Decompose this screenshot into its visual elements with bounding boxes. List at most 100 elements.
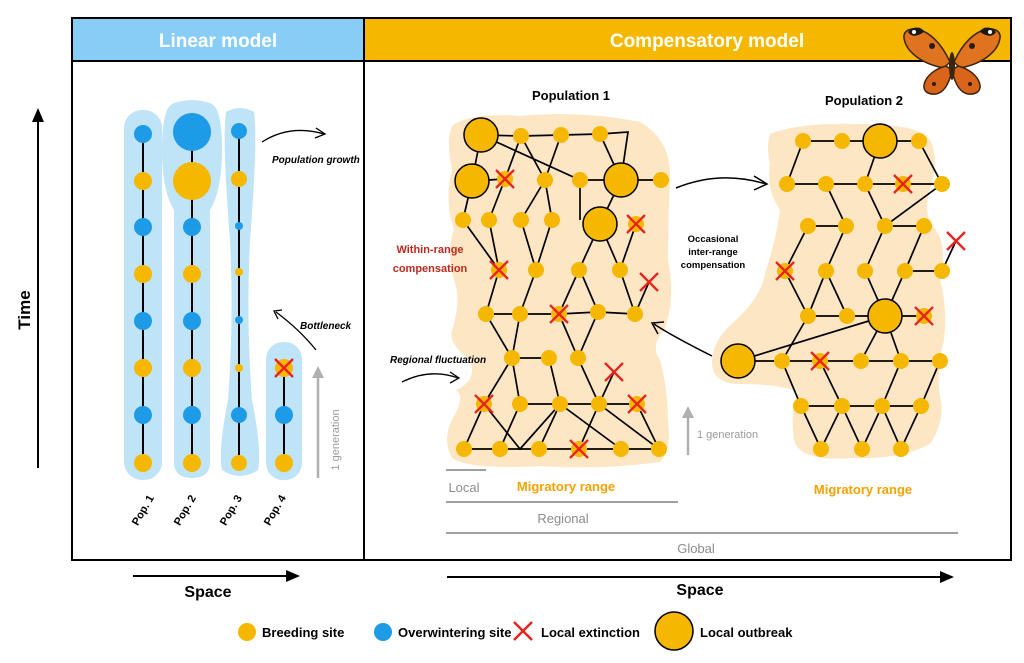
outbreak-site bbox=[582, 206, 618, 242]
breeding-site bbox=[857, 176, 873, 192]
breeding-site bbox=[779, 176, 795, 192]
regional-fluctuation-arrow bbox=[401, 373, 459, 383]
breeding-site bbox=[893, 353, 909, 369]
linear-panel-title: Linear model bbox=[159, 31, 277, 52]
inter-range-arrow-left bbox=[653, 323, 713, 357]
overwintering-site-small bbox=[235, 222, 243, 230]
breeding-site bbox=[552, 396, 568, 412]
extinction-icon bbox=[604, 362, 624, 382]
breeding-site bbox=[275, 454, 293, 472]
inter-range-arrow-right bbox=[675, 177, 767, 189]
breeding-site bbox=[653, 172, 669, 188]
legend-outbreak-label: Local outbreak bbox=[700, 625, 793, 640]
breeding-site bbox=[570, 350, 586, 366]
breeding-site bbox=[528, 262, 544, 278]
overwintering-site bbox=[134, 218, 152, 236]
extinction-icon bbox=[549, 304, 569, 324]
overwintering-site bbox=[275, 406, 293, 424]
breeding-site bbox=[651, 441, 667, 457]
legend-breeding-label: Breeding site bbox=[262, 625, 344, 640]
migratory-range-label-1: Migratory range bbox=[517, 479, 615, 494]
extinction-icon bbox=[810, 351, 830, 371]
breeding-site bbox=[504, 350, 520, 366]
breeding-site bbox=[793, 398, 809, 414]
population1-label: Population 1 bbox=[532, 88, 610, 103]
breeding-site bbox=[531, 441, 547, 457]
breeding-site bbox=[854, 441, 870, 457]
breeding-site bbox=[893, 441, 909, 457]
overwintering-site bbox=[183, 218, 201, 236]
breeding-site bbox=[571, 262, 587, 278]
breeding-site bbox=[911, 133, 927, 149]
breeding-site-small bbox=[235, 364, 243, 372]
breeding-site-large bbox=[173, 162, 211, 200]
breeding-site bbox=[512, 396, 528, 412]
overwintering-site bbox=[231, 123, 247, 139]
inter-range-label-3: compensation bbox=[681, 260, 746, 271]
inter-range-label-2: inter-range bbox=[688, 247, 738, 258]
breeding-site bbox=[627, 306, 643, 322]
overwintering-site bbox=[183, 312, 201, 330]
population2-halo bbox=[712, 123, 946, 459]
breeding-site bbox=[553, 127, 569, 143]
breeding-site bbox=[592, 126, 608, 142]
breeding-site bbox=[455, 212, 471, 228]
extinction-icon bbox=[489, 260, 509, 280]
outbreak-site bbox=[454, 163, 490, 199]
growth-label: Population growth bbox=[272, 155, 360, 166]
overwintering-site bbox=[183, 406, 201, 424]
breeding-site bbox=[853, 353, 869, 369]
breeding-site bbox=[818, 263, 834, 279]
overwintering-site-icon bbox=[374, 623, 392, 641]
breeding-site bbox=[481, 212, 497, 228]
linear-model: Population growth Bottleneck 1 generatio… bbox=[124, 100, 360, 528]
bottleneck-label: Bottleneck bbox=[300, 321, 352, 332]
breeding-site bbox=[800, 218, 816, 234]
inter-range-label-1: Occasional bbox=[688, 234, 739, 245]
extinction-icon bbox=[775, 261, 795, 281]
population2-extinctions bbox=[775, 174, 966, 371]
overwintering-site bbox=[134, 312, 152, 330]
breeding-site bbox=[512, 306, 528, 322]
population1-halo bbox=[447, 114, 672, 468]
bottleneck-arrow bbox=[275, 311, 317, 351]
breeding-site bbox=[612, 262, 628, 278]
breeding-site bbox=[818, 176, 834, 192]
extinction-legend-icon bbox=[513, 621, 533, 641]
breeding-site bbox=[134, 359, 152, 377]
compensatory-model: Population 1 Population 2 bbox=[390, 88, 966, 556]
breeding-site bbox=[934, 263, 950, 279]
extinction-icon bbox=[569, 439, 589, 459]
breeding-site bbox=[590, 304, 606, 320]
global-scale-label: Global bbox=[677, 541, 715, 556]
breeding-site bbox=[838, 218, 854, 234]
breeding-site bbox=[492, 441, 508, 457]
breeding-site bbox=[541, 350, 557, 366]
compensatory-header bbox=[365, 19, 1010, 61]
breeding-site bbox=[537, 172, 553, 188]
breeding-site-small bbox=[235, 268, 243, 276]
breeding-site bbox=[544, 212, 560, 228]
breeding-site bbox=[134, 172, 152, 190]
breeding-site bbox=[877, 218, 893, 234]
breeding-site bbox=[513, 212, 529, 228]
local-scale-label: Local bbox=[448, 480, 479, 495]
regional-fluctuation-label: Regional fluctuation bbox=[390, 355, 486, 366]
generation-label-right: 1 generation bbox=[697, 429, 758, 441]
breeding-site bbox=[874, 398, 890, 414]
breeding-site bbox=[916, 218, 932, 234]
breeding-site bbox=[591, 396, 607, 412]
breeding-site bbox=[478, 306, 494, 322]
breeding-site bbox=[932, 353, 948, 369]
overwintering-site bbox=[231, 407, 247, 423]
breeding-site-icon bbox=[238, 623, 256, 641]
outbreak-site bbox=[463, 117, 499, 153]
breeding-site bbox=[834, 398, 850, 414]
breeding-site bbox=[800, 308, 816, 324]
breeding-site bbox=[613, 441, 629, 457]
overwintering-site bbox=[134, 125, 152, 143]
breeding-site bbox=[231, 171, 247, 187]
time-axis-label: Time bbox=[15, 290, 34, 329]
regional-scale-label: Regional bbox=[537, 511, 588, 526]
breeding-site bbox=[795, 133, 811, 149]
